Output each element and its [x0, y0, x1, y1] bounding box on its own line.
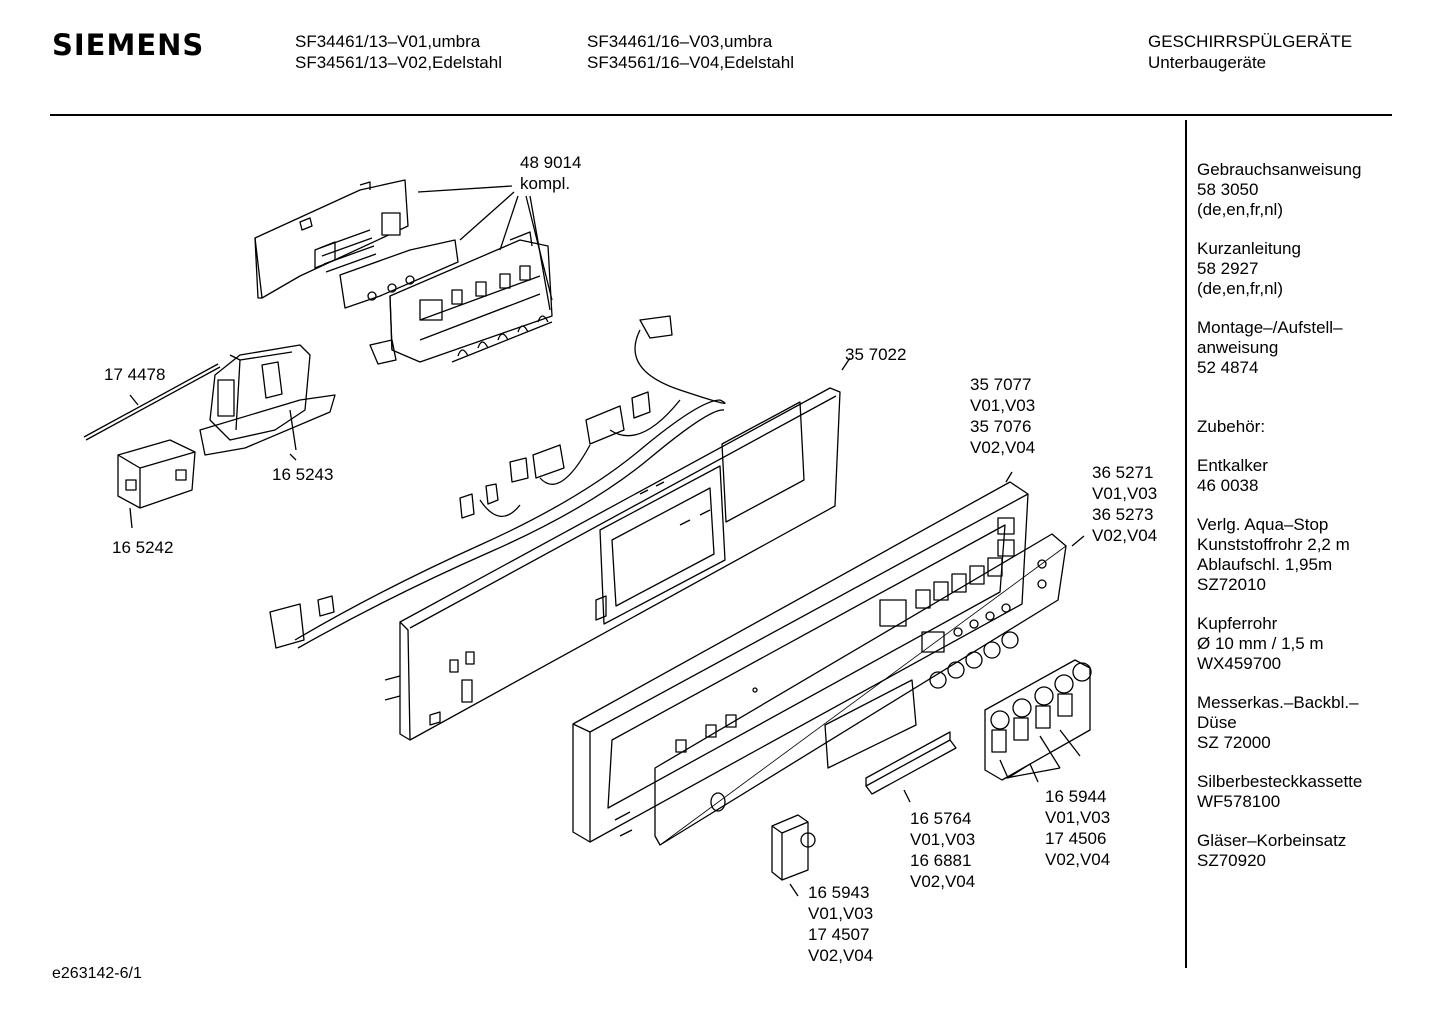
sidebar-line: Kurzanleitung [1197, 239, 1301, 258]
part-label-line: 16 5944 [1045, 787, 1107, 806]
part-label-line: 48 9014 [520, 153, 582, 172]
part-label-line: 16 6881 [910, 851, 972, 870]
part-label-line: kompl. [520, 174, 571, 193]
part-label-line: 36 5271 [1092, 463, 1154, 482]
sidebar-line: 58 2927 [1197, 259, 1259, 278]
part-label-165242: 16 5242 [112, 537, 173, 558]
category-title: GESCHIRRSPÜLGERÄTE Unterbaugeräte [1148, 31, 1352, 73]
part-label-489014: 48 9014 kompl. [520, 152, 581, 194]
drawing-code: e263142-6/1 [52, 965, 142, 982]
part-label-line: V02,V04 [808, 946, 874, 965]
part-label-line: 16 5243 [272, 465, 334, 484]
sidebar-line: Zubehör: [1197, 417, 1266, 436]
single-knob-165943 [771, 814, 816, 897]
part-label-165943: 16 5943 V01,V03 17 4507 V02,V04 [808, 882, 873, 966]
part-label-line: 36 5273 [1092, 505, 1154, 524]
sidebar-line: Kunststoffrohr 2,2 m [1197, 535, 1350, 554]
sidebar-line: Gläser–Korbeinsatz [1197, 831, 1347, 850]
switch-165242 [117, 439, 196, 529]
sidebar-line: SZ72010 [1197, 575, 1266, 594]
sidebar-line: WF578100 [1197, 792, 1281, 811]
sidebar-line: anweisung [1197, 338, 1279, 357]
part-label-line: V01,V03 [1092, 484, 1158, 503]
sidebar-line: 52 4874 [1197, 358, 1259, 377]
part-label-line: 16 5764 [910, 809, 972, 828]
sidebar-group: Kupferrohr Ø 10 mm / 1,5 m WX459700 [1197, 614, 1362, 674]
sidebar-line: Entkalker [1197, 456, 1268, 475]
category-line: GESCHIRRSPÜLGERÄTE [1148, 32, 1353, 51]
sidebar-line: 58 3050 [1197, 180, 1259, 199]
sidebar-line: 46 0038 [1197, 476, 1259, 495]
part-label-line: V02,V04 [1092, 526, 1158, 545]
model-line: SF34561/13–V02,Edelstahl [295, 53, 502, 72]
sidebar-group: Kurzanleitung 58 2927 (de,en,fr,nl) [1197, 239, 1362, 299]
model-list-2: SF34461/16–V03,umbra SF34561/16–V04,Edel… [587, 31, 794, 73]
part-label-line: 16 5242 [112, 538, 174, 557]
part-label-line: V02,V04 [910, 872, 976, 891]
model-list-1: SF34461/13–V01,umbra SF34561/13–V02,Edel… [295, 31, 502, 73]
housing-357077 [572, 471, 1029, 843]
category-line: Unterbaugeräte [1148, 53, 1267, 72]
part-label-165764: 16 5764 V01,V03 16 6881 V02,V04 [910, 808, 975, 892]
sidebar-line: Gebrauchsanweisung [1197, 160, 1362, 179]
part-label-165944: 16 5944 V01,V03 17 4506 V02,V04 [1045, 786, 1110, 870]
wiring-harness [269, 315, 726, 649]
display-window-165764 [865, 731, 957, 803]
sidebar-line: Kupferrohr [1197, 614, 1278, 633]
exploded-view-drawing [83, 179, 1092, 897]
knob-block-165944 [984, 659, 1092, 783]
part-label-line: 17 4507 [808, 925, 870, 944]
model-line: SF34461/13–V01,umbra [295, 32, 481, 51]
part-label-174478: 17 4478 [104, 364, 165, 385]
brand-logo: SIEMENS [52, 28, 205, 62]
part-label-line: 35 7077 [970, 375, 1032, 394]
part-label-line: V01,V03 [1045, 808, 1111, 827]
part-label-line: 17 4478 [104, 365, 166, 384]
part-label-365271: 36 5271 V01,V03 36 5273 V02,V04 [1092, 462, 1157, 546]
part-label-357077: 35 7077 V01,V03 35 7076 V02,V04 [970, 374, 1035, 458]
part-label-line: 35 7076 [970, 417, 1032, 436]
sidebar-group: Silberbesteckkassette WF578100 [1197, 772, 1362, 812]
part-label-line: 17 4506 [1045, 829, 1107, 848]
sidebar-line: Ø 10 mm / 1,5 m [1197, 634, 1324, 653]
model-line: SF34461/16–V03,umbra [587, 32, 773, 51]
part-label-357022: 35 7022 [845, 344, 906, 365]
sidebar-line: Messerkas.–Backbl.– [1197, 693, 1359, 712]
sidebar-line: WX459700 [1197, 654, 1282, 673]
sidebar-group: Messerkas.–Backbl.– Düse SZ 72000 [1197, 693, 1362, 753]
sidebar-line: (de,en,fr,nl) [1197, 279, 1283, 298]
control-board-assembly [254, 179, 553, 365]
sidebar-accessories: Gebrauchsanweisung 58 3050 (de,en,fr,nl)… [1197, 160, 1362, 890]
sidebar-line: Silberbesteckkassette [1197, 772, 1363, 791]
sidebar-group: Zubehör: [1197, 417, 1362, 437]
sidebar-line: SZ 72000 [1197, 733, 1271, 752]
part-label-line: V02,V04 [1045, 850, 1111, 869]
sidebar-line: (de,en,fr,nl) [1197, 200, 1283, 219]
front-panel-365271 [654, 533, 1085, 846]
dispenser-165243 [199, 344, 336, 461]
part-label-line: 16 5943 [808, 883, 870, 902]
sidebar-line: Verlg. Aqua–Stop [1197, 515, 1329, 534]
sidebar-group: Gläser–Korbeinsatz SZ70920 [1197, 831, 1362, 871]
sidebar-group: Entkalker 46 0038 [1197, 456, 1362, 496]
part-label-line: V02,V04 [970, 438, 1036, 457]
sidebar-group: Montage–/Aufstell– anweisung 52 4874 [1197, 318, 1362, 378]
sidebar-group: Gebrauchsanweisung 58 3050 (de,en,fr,nl) [1197, 160, 1362, 220]
part-label-165243: 16 5243 [272, 464, 333, 485]
part-label-line: V01,V03 [808, 904, 874, 923]
part-label-line: 35 7022 [845, 345, 907, 364]
header-divider [50, 114, 1392, 116]
sidebar-line: Ablaufschl. 1,95m [1197, 555, 1333, 574]
sidebar-divider [1185, 120, 1187, 968]
part-label-line: V01,V03 [970, 396, 1036, 415]
part-label-line: V01,V03 [910, 830, 976, 849]
frame-357022 [384, 357, 851, 741]
sidebar-group: Verlg. Aqua–Stop Kunststoffrohr 2,2 m Ab… [1197, 515, 1362, 595]
rod-174478 [83, 363, 221, 441]
sidebar-line: Düse [1197, 713, 1237, 732]
leader-489014 [417, 185, 553, 311]
sidebar-line: SZ70920 [1197, 851, 1266, 870]
sidebar-line: Montage–/Aufstell– [1197, 318, 1343, 337]
model-line: SF34561/16–V04,Edelstahl [587, 53, 794, 72]
